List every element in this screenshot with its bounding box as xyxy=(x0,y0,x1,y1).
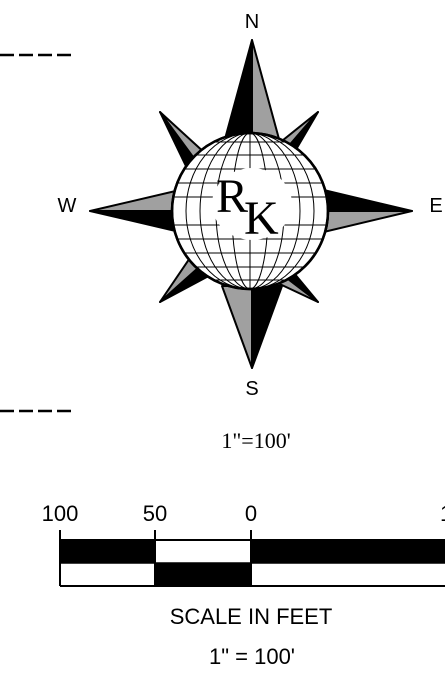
compass-logo-letter-k: K xyxy=(244,192,279,245)
scale-bar-tick-labels: 100 50 0 100 xyxy=(42,501,445,526)
scale-tick-label-1: 100 xyxy=(42,501,79,526)
compass-label-west: W xyxy=(58,195,77,217)
compass-label-north: N xyxy=(245,11,259,33)
scale-bar: 100 50 0 100 SCALE IN FEET 1" = 100' xyxy=(42,501,445,669)
scale-tick-label-3: 0 xyxy=(245,501,257,526)
scale-bar-title: SCALE IN FEET xyxy=(170,604,333,629)
compass-rose: R K N S W E xyxy=(58,11,443,400)
compass-label-east: E xyxy=(429,195,442,217)
scale-bar-ratio: 1" = 100' xyxy=(209,644,295,669)
scale-tick-label-2: 50 xyxy=(143,501,167,526)
compass-label-south: S xyxy=(245,378,258,400)
scale-tick-label-4: 100 xyxy=(440,501,445,526)
compass-logo-letter-r: R xyxy=(216,170,248,223)
scale-bar-graphic xyxy=(59,530,445,587)
compass-logo: R K xyxy=(216,170,279,245)
compass-globe xyxy=(170,131,330,291)
scale-note: 1"=100' xyxy=(221,428,290,453)
